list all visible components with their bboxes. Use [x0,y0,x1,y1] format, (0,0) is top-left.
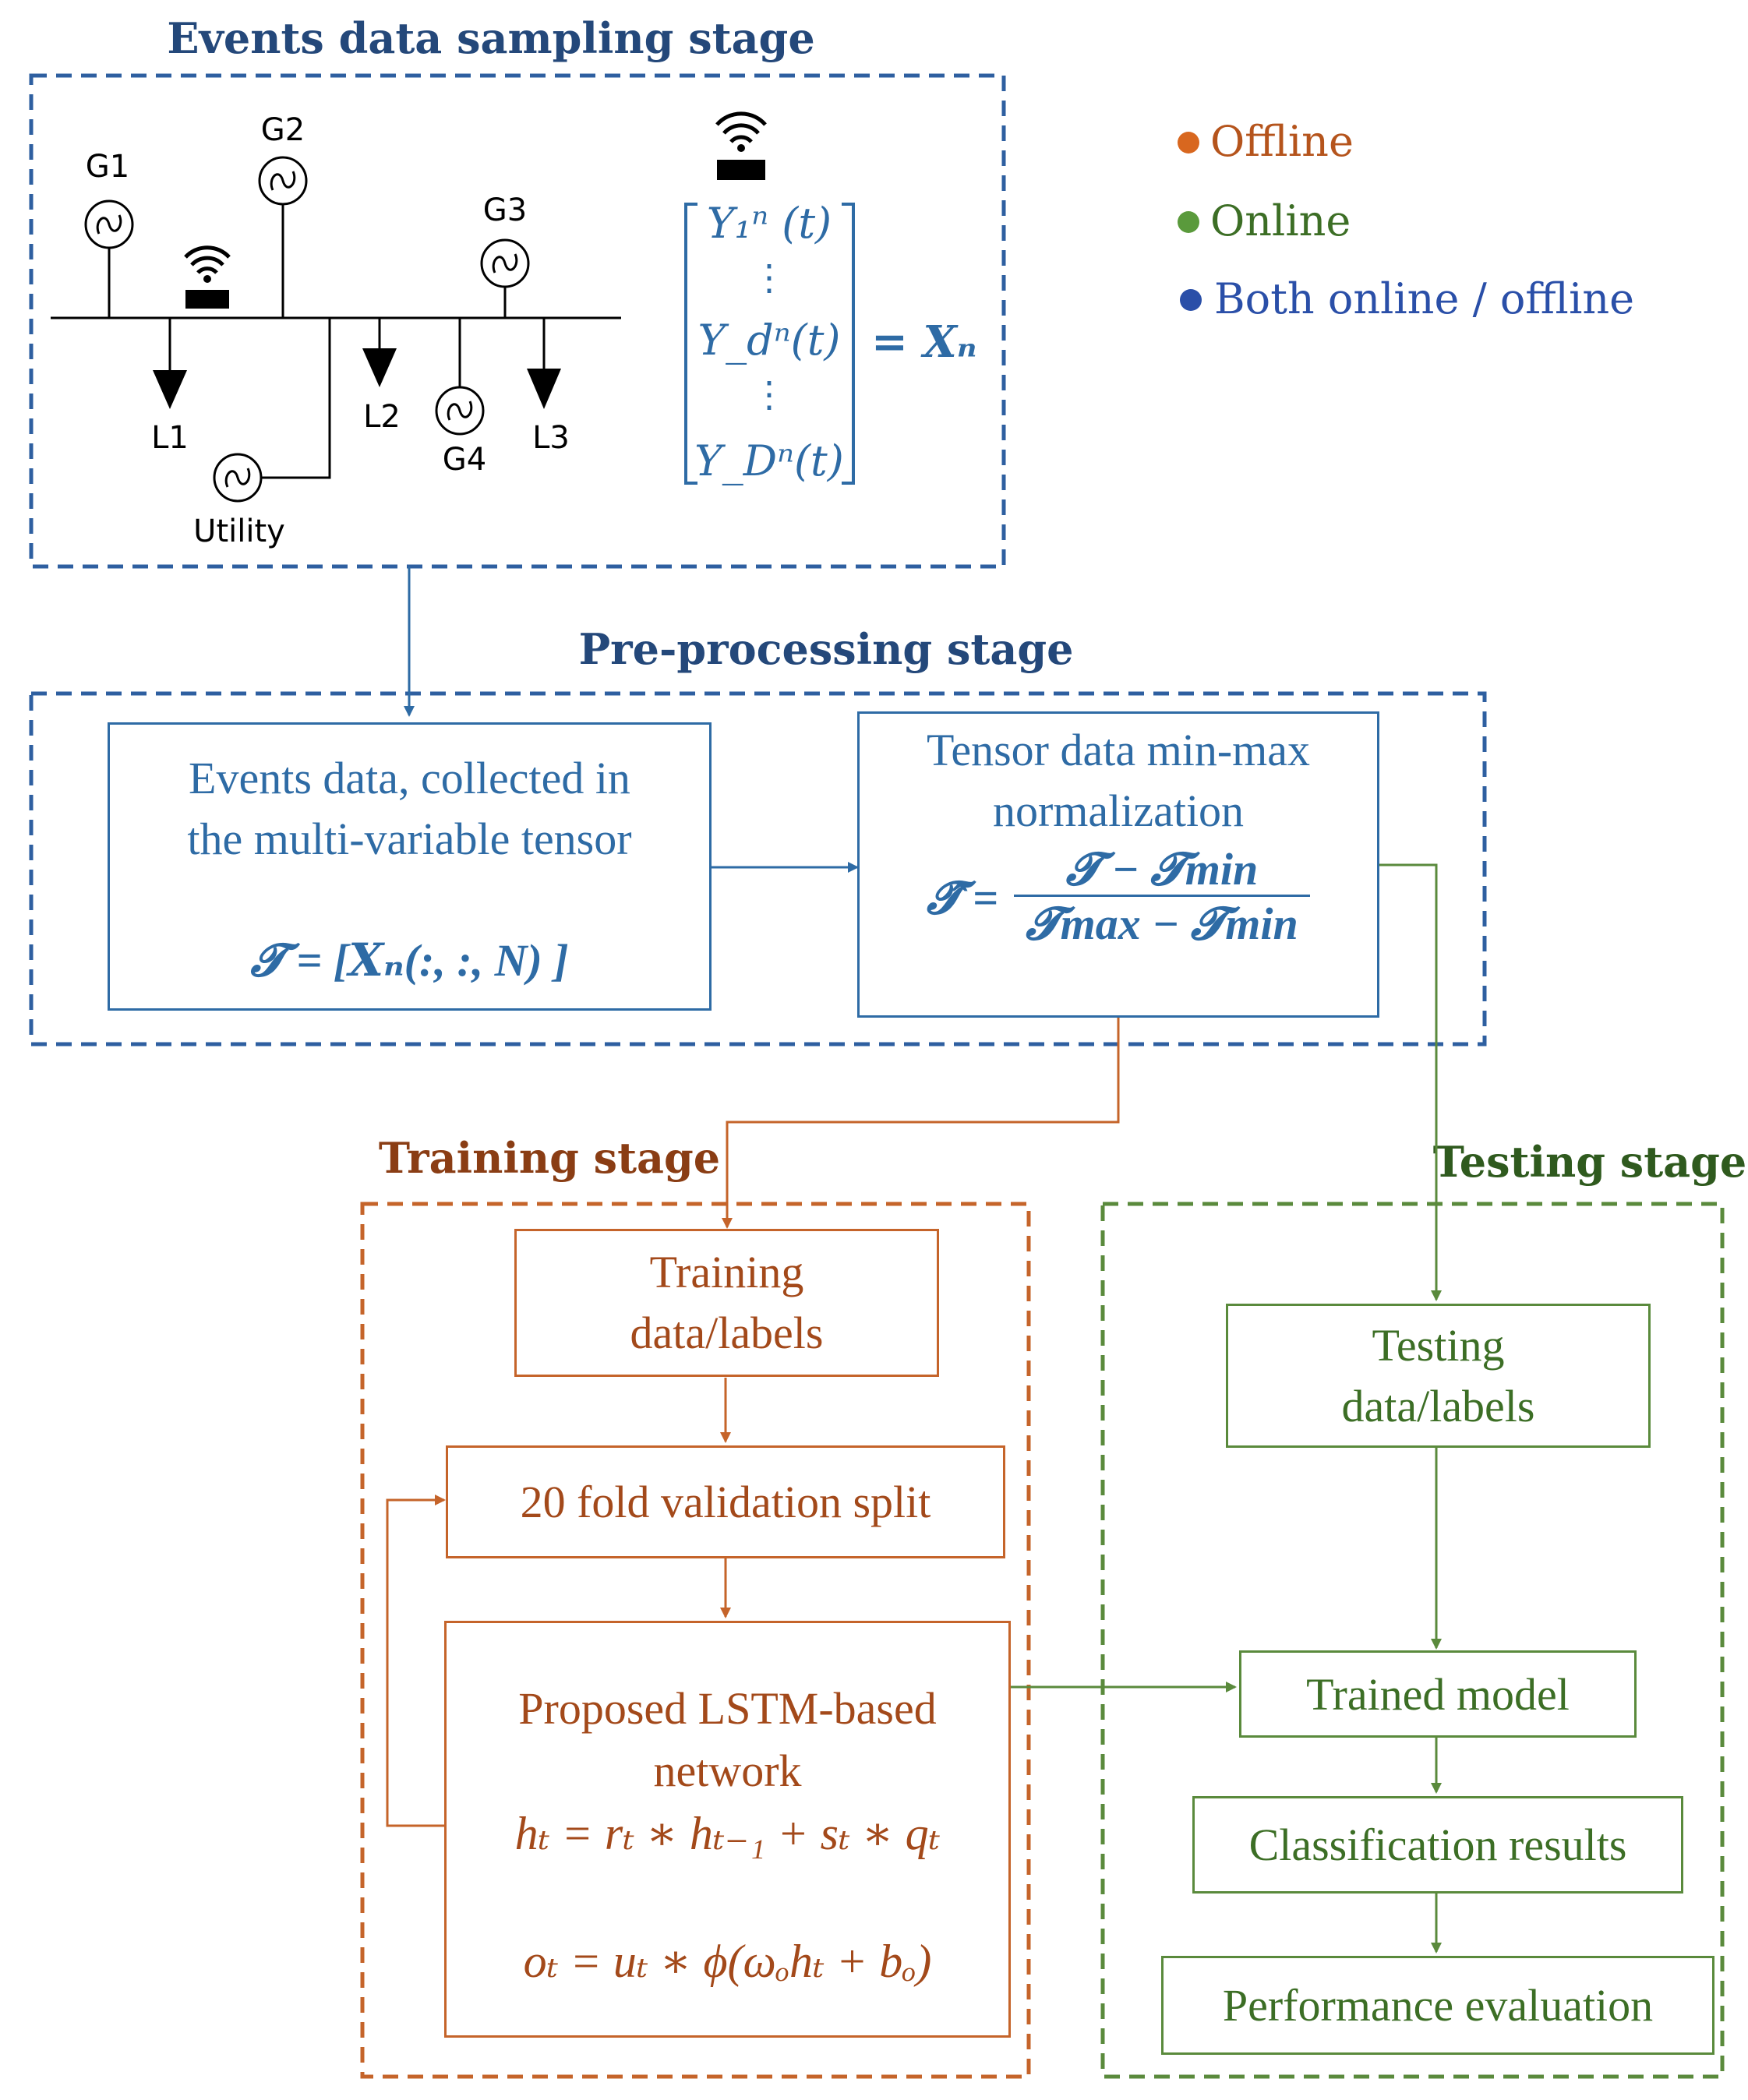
matrix-left-bracket [684,203,697,485]
classification-results-box: Classification results [1192,1796,1683,1894]
sampling-stage-title: Events data sampling stage [167,13,814,63]
pmu-wireless-icon [184,245,231,309]
normalization-formula: 𝓣̂ = 𝓣 − 𝓣min 𝓣max − 𝓣min [927,845,1310,951]
validation-split-label: 20 fold validation split [520,1477,931,1527]
norm-denominator: 𝓣max − 𝓣min [1026,898,1298,949]
pmu-wireless-icon-matrix [715,111,767,180]
online-legend-label: Online [1210,196,1351,245]
lstm-line1: Proposed LSTM-based [518,1683,937,1734]
arrow-normalize-to-training [722,1017,1120,1229]
training-data-line2: data/labels [630,1308,824,1358]
matrix-row-D: Y_Dⁿ(t) [694,436,844,485]
preprocessing-stage-frame [29,691,1487,1046]
collect-text-line2: the multi-variable tensor [187,814,632,864]
matrix-row-1: Y₁ⁿ (t) [707,199,832,248]
label-g2: G2 [261,112,305,148]
collect-formula: 𝓣 = [𝑿ₙ(:, :, N) ] [250,935,569,986]
lstm-equation-1: hₜ = rₜ ∗ hₜ₋₁ + sₜ ∗ qₜ [514,1808,941,1859]
trained-model-box: Trained model [1239,1650,1637,1738]
testing-data-box: Testing data/labels [1226,1304,1651,1448]
norm-text-line1: Tensor data min-max [926,725,1310,775]
power-grid-schematic [51,156,621,503]
testing-data-line2: data/labels [1341,1380,1535,1431]
matrix-vdots-1: ⋮ [751,256,787,298]
utility-generator-icon [213,453,263,503]
training-stage-frame [360,1202,1031,2079]
both-legend-dot [1180,289,1202,311]
both-legend-label: Both online / offline [1214,274,1634,323]
training-data-box: Training data/labels [514,1229,939,1377]
validation-split-box: 20 fold validation split [446,1445,1005,1558]
matrix-result: = Xₙ [871,316,977,368]
lstm-line2: network [653,1745,802,1796]
testing-stage-frame [1100,1202,1725,2079]
trained-model-label: Trained model [1306,1668,1570,1720]
performance-evaluation-label: Performance evaluation [1222,1980,1654,2031]
label-l1: L1 [151,420,189,456]
generator-g4-icon [435,386,485,436]
training-stage-title: Training stage [379,1133,720,1183]
testing-stage-title: Testing stage [1433,1137,1746,1187]
generator-g1-icon [84,199,134,249]
load-l2-icon [362,348,397,387]
measurement-matrix: Y₁ⁿ (t) ⋮ Y_dⁿ(t) ⋮ Y_Dⁿ(t) = Xₙ [684,199,977,485]
lstm-equation-2: oₜ = uₜ ∗ ϕ(ωₒhₜ + bₒ) [523,1936,932,1987]
collect-tensor-box: Events data, collected in the multi-vari… [108,722,712,1011]
matrix-vdots-2: ⋮ [751,373,787,415]
label-l3: L3 [532,420,570,456]
label-g3: G3 [483,192,527,228]
offline-legend-label: Offline [1210,117,1354,166]
collect-text-line1: Events data, collected in [189,753,630,803]
online-legend-dot [1178,211,1199,233]
generator-g2-icon [258,156,308,206]
norm-fraction: 𝓣 − 𝓣min 𝓣max − 𝓣min [1013,844,1310,951]
norm-lhs: 𝓣̂ = [927,872,998,923]
label-l2: L2 [363,399,401,435]
matrix-right-bracket [842,203,855,485]
training-data-line1: Training [649,1247,804,1297]
arrow-lstm-feedback-loop [386,1495,446,1827]
fraction-bar [1013,895,1310,897]
label-utility: Utility [193,514,285,549]
load-l1-icon [153,370,187,409]
performance-evaluation-box: Performance evaluation [1161,1956,1714,2055]
preprocessing-stage-title: Pre-processing stage [579,624,1074,674]
lstm-network-box: Proposed LSTM-based network hₜ = rₜ ∗ hₜ… [444,1621,1011,2038]
normalization-box: Tensor data min-max normalization 𝓣̂ = 𝓣… [857,711,1379,1018]
matrix-row-d: Y_dⁿ(t) [698,316,841,365]
label-g1: G1 [86,149,129,185]
label-g4: G4 [443,442,486,478]
arrow-normalize-to-testing [1378,863,1442,1301]
norm-text-line2: normalization [992,785,1245,836]
sampling-stage-frame [29,73,1006,569]
load-l3-icon [527,369,561,409]
norm-numerator: 𝓣 − 𝓣min [1065,844,1259,895]
testing-data-line1: Testing [1372,1319,1505,1371]
generator-g3-icon [480,238,530,288]
classification-results-label: Classification results [1248,1819,1627,1870]
offline-legend-dot [1178,132,1199,154]
